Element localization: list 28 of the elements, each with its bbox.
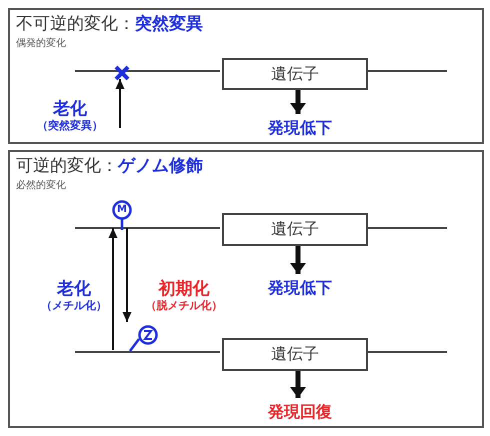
gene-label: 遺伝子 [271,64,319,84]
arrow [116,79,124,128]
expression-label: 発現回復 [268,402,332,422]
process-detail: （突然変異） [37,119,103,134]
panel-box [8,150,484,428]
panel-heading: 可逆的変化：ゲノム修飾 [16,155,203,177]
panel-subheading: 偶発的変化 [16,36,66,50]
gene-box [222,213,368,246]
panel-subheading: 必然的変化 [16,178,66,192]
panel-heading: 不可逆的変化：突然変異 [16,13,203,35]
process-label: 初期化 [158,278,210,300]
arrow [290,88,306,114]
panel-box [8,8,484,144]
arrow [290,244,306,274]
arrow [290,369,306,398]
gene-label: 遺伝子 [271,344,319,365]
process-detail: （脱メチル化） [146,299,222,314]
process-label: 老化 [57,278,91,300]
expression-label: 発現低下 [268,278,332,298]
gene-box [222,338,368,371]
gene-box [222,58,368,90]
arrow [108,228,118,350]
arrow [122,228,132,322]
gene-label: 遺伝子 [271,219,319,240]
expression-label: 発現低下 [268,118,332,138]
methyl-label: M [116,203,128,217]
process-label: 老化 [53,98,87,120]
process-detail: （メチル化） [41,299,107,314]
